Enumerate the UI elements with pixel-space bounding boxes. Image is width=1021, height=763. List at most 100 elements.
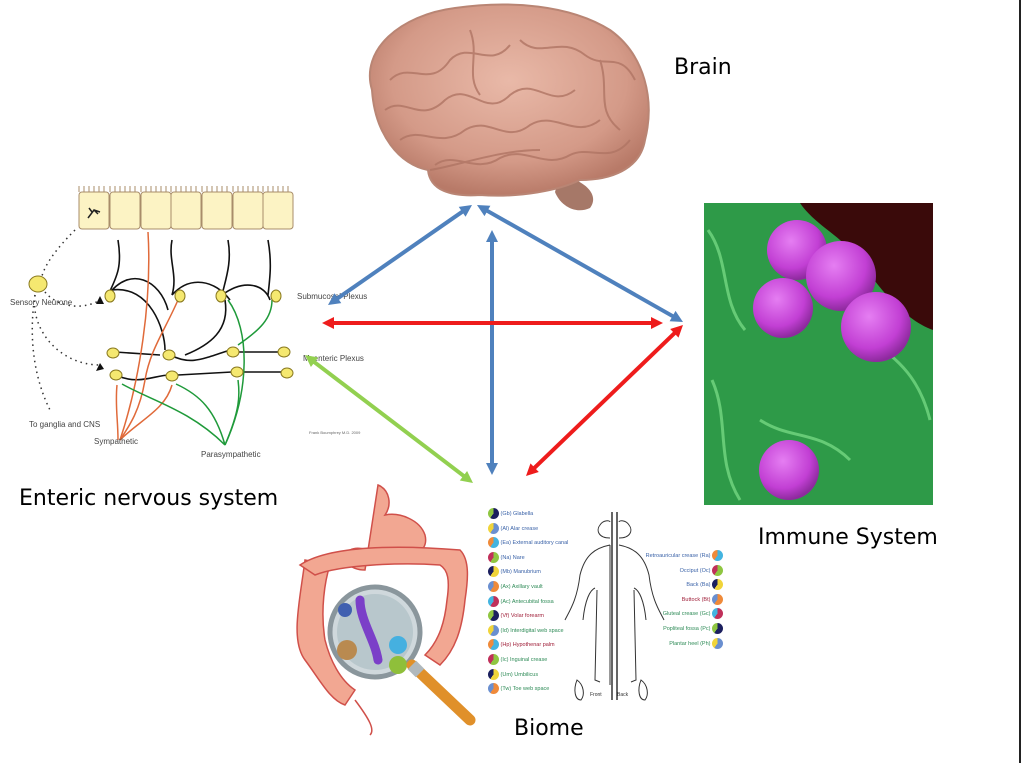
neuron bbox=[162, 349, 176, 361]
arrow-immune-biome bbox=[531, 330, 678, 471]
site-item: (Ax) Axillary vault bbox=[488, 580, 598, 596]
site-item: (Ic) Inguinal crease bbox=[488, 653, 598, 669]
site-item: (Hp) Hypothenar palm bbox=[488, 639, 598, 654]
site-label: (Id) Interdigital web space bbox=[500, 627, 564, 634]
site-label: (Ac) Antecubital fossa bbox=[500, 598, 554, 605]
arrowhead-brain bbox=[458, 205, 472, 217]
body-map bbox=[485, 500, 725, 705]
pie-icon bbox=[712, 608, 723, 620]
neuron bbox=[277, 346, 291, 358]
site-label: (Vf) Volar forearm bbox=[500, 613, 544, 620]
neuron bbox=[226, 346, 240, 358]
site-item: (Al) Alar crease bbox=[488, 522, 598, 538]
site-label: (Ax) Axillary vault bbox=[500, 583, 543, 590]
bacterium bbox=[753, 278, 813, 338]
site-item: (Na) Nare bbox=[488, 551, 598, 567]
back-label: Back bbox=[617, 692, 629, 698]
site-label: Buttock (Bt) bbox=[681, 596, 711, 603]
bacterium bbox=[806, 241, 876, 311]
bacterium bbox=[841, 292, 911, 362]
neuron bbox=[230, 366, 244, 378]
neuron bbox=[165, 370, 179, 382]
pie-icon bbox=[488, 653, 499, 665]
arrow-ens-biome bbox=[311, 359, 467, 479]
site-item: (Id) Interdigital web space bbox=[488, 624, 598, 640]
arrowhead-ens bbox=[322, 317, 334, 329]
pie-icon bbox=[488, 537, 499, 549]
pie-icon bbox=[488, 668, 499, 680]
pie-icon bbox=[488, 508, 499, 519]
pie-icon bbox=[488, 610, 499, 622]
site-item: Gluteal crease (Gc) bbox=[620, 608, 723, 623]
site-item: (Ac) Antecubital fossa bbox=[488, 595, 598, 611]
site-label: (Ea) External auditory canal bbox=[500, 540, 569, 547]
site-item: (Vf) Volar forearm bbox=[488, 610, 598, 625]
bacterium bbox=[767, 220, 827, 280]
arrowhead-biome bbox=[486, 463, 498, 475]
site-item: (Gb) Glabella bbox=[488, 508, 598, 523]
left-site-list: (Gb) Glabella (Al) Alar crease (Ea) Exte… bbox=[488, 508, 598, 698]
neuron bbox=[106, 347, 120, 359]
sensory-neurone-label: Sensory Neurone bbox=[10, 298, 73, 307]
arrowhead-immune bbox=[670, 325, 683, 338]
bacterium bbox=[759, 440, 819, 500]
pie-icon bbox=[488, 639, 499, 651]
neuron bbox=[174, 289, 186, 303]
pie-icon bbox=[488, 566, 499, 578]
site-label: Retroauricular crease (Ra) bbox=[645, 552, 711, 559]
pie-icon bbox=[712, 564, 723, 576]
site-label: Gluteal crease (Gc) bbox=[662, 611, 711, 618]
to-ganglia-label: To ganglia and CNS bbox=[29, 420, 101, 429]
gut-illustration bbox=[296, 483, 469, 736]
site-label: Plantar heel (Ph) bbox=[669, 640, 711, 647]
arrow-brain-ens bbox=[335, 209, 465, 301]
sympathetic-label: Sympathetic bbox=[94, 437, 139, 446]
pie-icon bbox=[712, 593, 723, 605]
site-label: Occiput (Oc) bbox=[679, 567, 711, 574]
pie-icon bbox=[488, 595, 499, 607]
neuron bbox=[104, 289, 116, 303]
site-item: Buttock (Bt) bbox=[620, 593, 723, 609]
site-label: (Hp) Hypothenar palm bbox=[500, 642, 555, 649]
site-item: (Ea) External auditory canal bbox=[488, 537, 598, 552]
site-label: (Um) Umbilicus bbox=[500, 671, 539, 678]
body-divider bbox=[611, 512, 618, 700]
site-label: (Mb) Manubrium bbox=[500, 569, 541, 576]
pie-icon bbox=[488, 624, 499, 636]
pie-icon bbox=[488, 522, 499, 534]
site-item: Retroauricular crease (Ra) bbox=[620, 550, 723, 565]
site-item: Occiput (Oc) bbox=[620, 564, 723, 580]
pie-icon bbox=[712, 622, 723, 634]
brain-shape bbox=[369, 3, 650, 211]
site-label: (Al) Alar crease bbox=[500, 525, 539, 532]
site-item: Popliteal fossa (Pc) bbox=[620, 622, 723, 638]
pie-icon bbox=[488, 551, 499, 563]
body-outline bbox=[564, 520, 665, 701]
pie-icon bbox=[712, 579, 723, 591]
immune-micrograph bbox=[704, 203, 933, 505]
biome-label: Biome bbox=[514, 716, 584, 741]
arrowhead-biome bbox=[459, 470, 473, 483]
front-label: Front bbox=[590, 692, 602, 698]
myenteric-plexus-label: Myenteric Plexus bbox=[303, 354, 364, 363]
pie-icon bbox=[488, 683, 499, 695]
neuron bbox=[215, 289, 227, 303]
arrowhead-immune bbox=[651, 317, 663, 329]
arrowhead-brain bbox=[486, 230, 498, 242]
site-label: Back (Ba) bbox=[686, 582, 711, 589]
magnifier bbox=[327, 584, 476, 726]
immune-label: Immune System bbox=[758, 525, 938, 550]
credit-label: Frank Boumphrey M.D. 2009 bbox=[309, 430, 361, 435]
pie-icon bbox=[712, 550, 723, 561]
arrow-brain-immune bbox=[484, 208, 676, 319]
site-label: Popliteal fossa (Pc) bbox=[663, 625, 711, 632]
arrowhead-biome bbox=[526, 463, 539, 476]
site-label: (Gb) Glabella bbox=[500, 510, 534, 517]
site-item: (Tw) Toe web space bbox=[488, 683, 598, 698]
site-label: (Tw) Toe web space bbox=[500, 686, 550, 693]
parasympathetic-label: Parasympathetic bbox=[201, 450, 261, 459]
submucosal-plexus-label: Submucosal Plexus bbox=[297, 292, 368, 301]
neuron bbox=[109, 369, 123, 381]
site-item: Plantar heel (Ph) bbox=[620, 637, 723, 653]
neuron bbox=[280, 367, 294, 379]
